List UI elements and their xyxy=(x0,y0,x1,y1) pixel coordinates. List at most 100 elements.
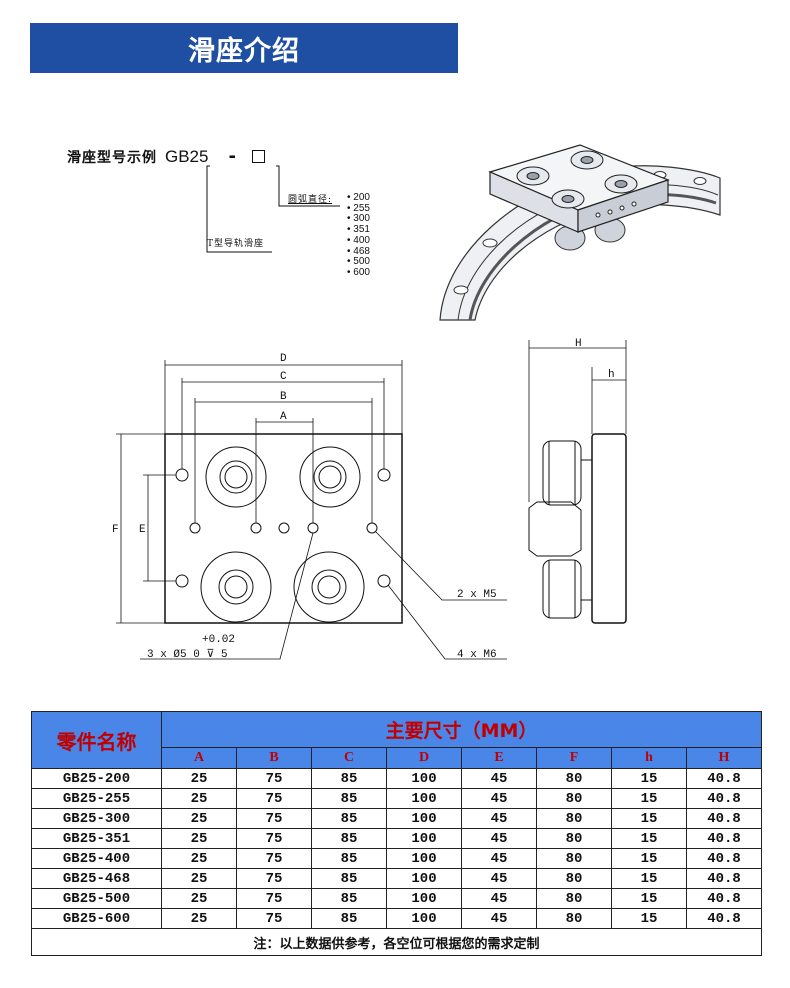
value-cell: 80 xyxy=(536,788,612,809)
part-number-leaders xyxy=(206,165,340,253)
value-cell: 15 xyxy=(611,888,687,909)
value-cell: 75 xyxy=(236,888,312,909)
diameter-item: 300 xyxy=(347,214,370,225)
dim-b-label: B xyxy=(280,391,287,403)
value-cell: 75 xyxy=(236,828,312,849)
column-header: E xyxy=(461,747,537,769)
column-header: C xyxy=(311,747,387,769)
column-header: H xyxy=(686,747,762,769)
part-number-placeholder-box xyxy=(251,150,265,163)
part-name-cell: GB25-500 xyxy=(31,888,162,909)
value-cell: 100 xyxy=(386,768,462,789)
value-cell: 75 xyxy=(236,848,312,869)
value-cell: 15 xyxy=(611,788,687,809)
value-cell: 75 xyxy=(236,788,312,809)
value-cell: 40.8 xyxy=(686,768,762,789)
value-cell: 15 xyxy=(611,908,687,929)
diameter-item: 500 xyxy=(347,257,370,268)
dim-h-lower-label: h xyxy=(608,369,615,381)
technical-drawing: D C B A F E 2 x M5 4 x M6 +0.02 3 x Ø5 0… xyxy=(112,144,721,661)
dim-d-label: D xyxy=(280,353,287,365)
value-cell: 100 xyxy=(386,808,462,829)
value-cell: 85 xyxy=(311,908,387,929)
arc-diameter-list: 200 255 300 351 400 468 500 600 xyxy=(347,192,370,279)
column-header: D xyxy=(386,747,462,769)
dim-f-label: F xyxy=(112,524,119,536)
value-cell: 25 xyxy=(161,808,237,829)
part-name-header: 零件名称 xyxy=(31,711,162,769)
dim-e-label: E xyxy=(139,524,146,536)
callout-m5: 2 x M5 xyxy=(457,589,497,601)
hole-spec: 3 x Ø5 0 ⊽ 5 xyxy=(147,648,228,661)
diameter-item: 400 xyxy=(347,235,370,247)
value-cell: 45 xyxy=(461,868,537,889)
value-cell: 25 xyxy=(161,788,237,809)
part-name-cell: GB25-600 xyxy=(31,908,162,929)
part-number-code: GB25 xyxy=(165,146,209,166)
value-cell: 100 xyxy=(386,888,462,909)
value-cell: 25 xyxy=(161,868,237,889)
part-name-cell: GB25-300 xyxy=(31,808,162,829)
value-cell: 100 xyxy=(386,848,462,869)
value-cell: 25 xyxy=(161,888,237,909)
value-cell: 15 xyxy=(611,828,687,849)
value-cell: 100 xyxy=(386,908,462,929)
value-cell: 75 xyxy=(236,768,312,789)
value-cell: 80 xyxy=(536,808,612,829)
diameter-item: 600 xyxy=(347,267,370,279)
value-cell: 15 xyxy=(611,808,687,829)
rail-type-label: T型导轨滑座 xyxy=(207,239,265,249)
value-cell: 40.8 xyxy=(686,788,762,809)
diameter-item: 255 xyxy=(347,203,370,215)
value-cell: 40.8 xyxy=(686,888,762,909)
value-cell: 80 xyxy=(536,888,612,909)
value-cell: 85 xyxy=(311,848,387,869)
value-cell: 75 xyxy=(236,908,312,929)
column-header: F xyxy=(536,747,612,769)
value-cell: 40.8 xyxy=(686,828,762,849)
part-number-dash: - xyxy=(228,146,236,167)
value-cell: 45 xyxy=(461,768,537,789)
value-cell: 40.8 xyxy=(686,908,762,929)
value-cell: 40.8 xyxy=(686,868,762,889)
part-name-cell: GB25-351 xyxy=(31,828,162,849)
value-cell: 75 xyxy=(236,868,312,889)
diameter-item: 468 xyxy=(347,246,370,258)
part-name-cell: GB25-468 xyxy=(31,868,162,889)
value-cell: 25 xyxy=(161,848,237,869)
value-cell: 75 xyxy=(236,808,312,829)
part-number-example: 滑座型号示例 GB25 - xyxy=(67,146,265,167)
side-view xyxy=(528,340,627,624)
value-cell: 85 xyxy=(311,808,387,829)
value-cell: 40.8 xyxy=(686,808,762,829)
value-cell: 85 xyxy=(311,768,387,789)
value-cell: 25 xyxy=(161,908,237,929)
table-note: 注：以上数据供参考，各空位可根据您的需求定制 xyxy=(31,928,762,956)
value-cell: 100 xyxy=(386,868,462,889)
part-name-cell: GB25-255 xyxy=(31,788,162,809)
value-cell: 85 xyxy=(311,788,387,809)
side-dimension-labels: H h xyxy=(575,338,615,381)
value-cell: 40.8 xyxy=(686,848,762,869)
main-dimensions-header: 主要尺寸（MM） xyxy=(161,710,762,749)
product-illustration xyxy=(439,144,721,321)
value-cell: 100 xyxy=(386,788,462,809)
value-cell: 45 xyxy=(461,808,537,829)
value-cell: 45 xyxy=(461,908,537,929)
value-cell: 80 xyxy=(536,908,612,929)
value-cell: 45 xyxy=(461,848,537,869)
value-cell: 45 xyxy=(461,828,537,849)
dim-a-label: A xyxy=(280,411,287,423)
value-cell: 100 xyxy=(386,828,462,849)
value-cell: 25 xyxy=(161,768,237,789)
part-number-label: 滑座型号示例 xyxy=(67,149,157,166)
value-cell: 80 xyxy=(536,768,612,789)
